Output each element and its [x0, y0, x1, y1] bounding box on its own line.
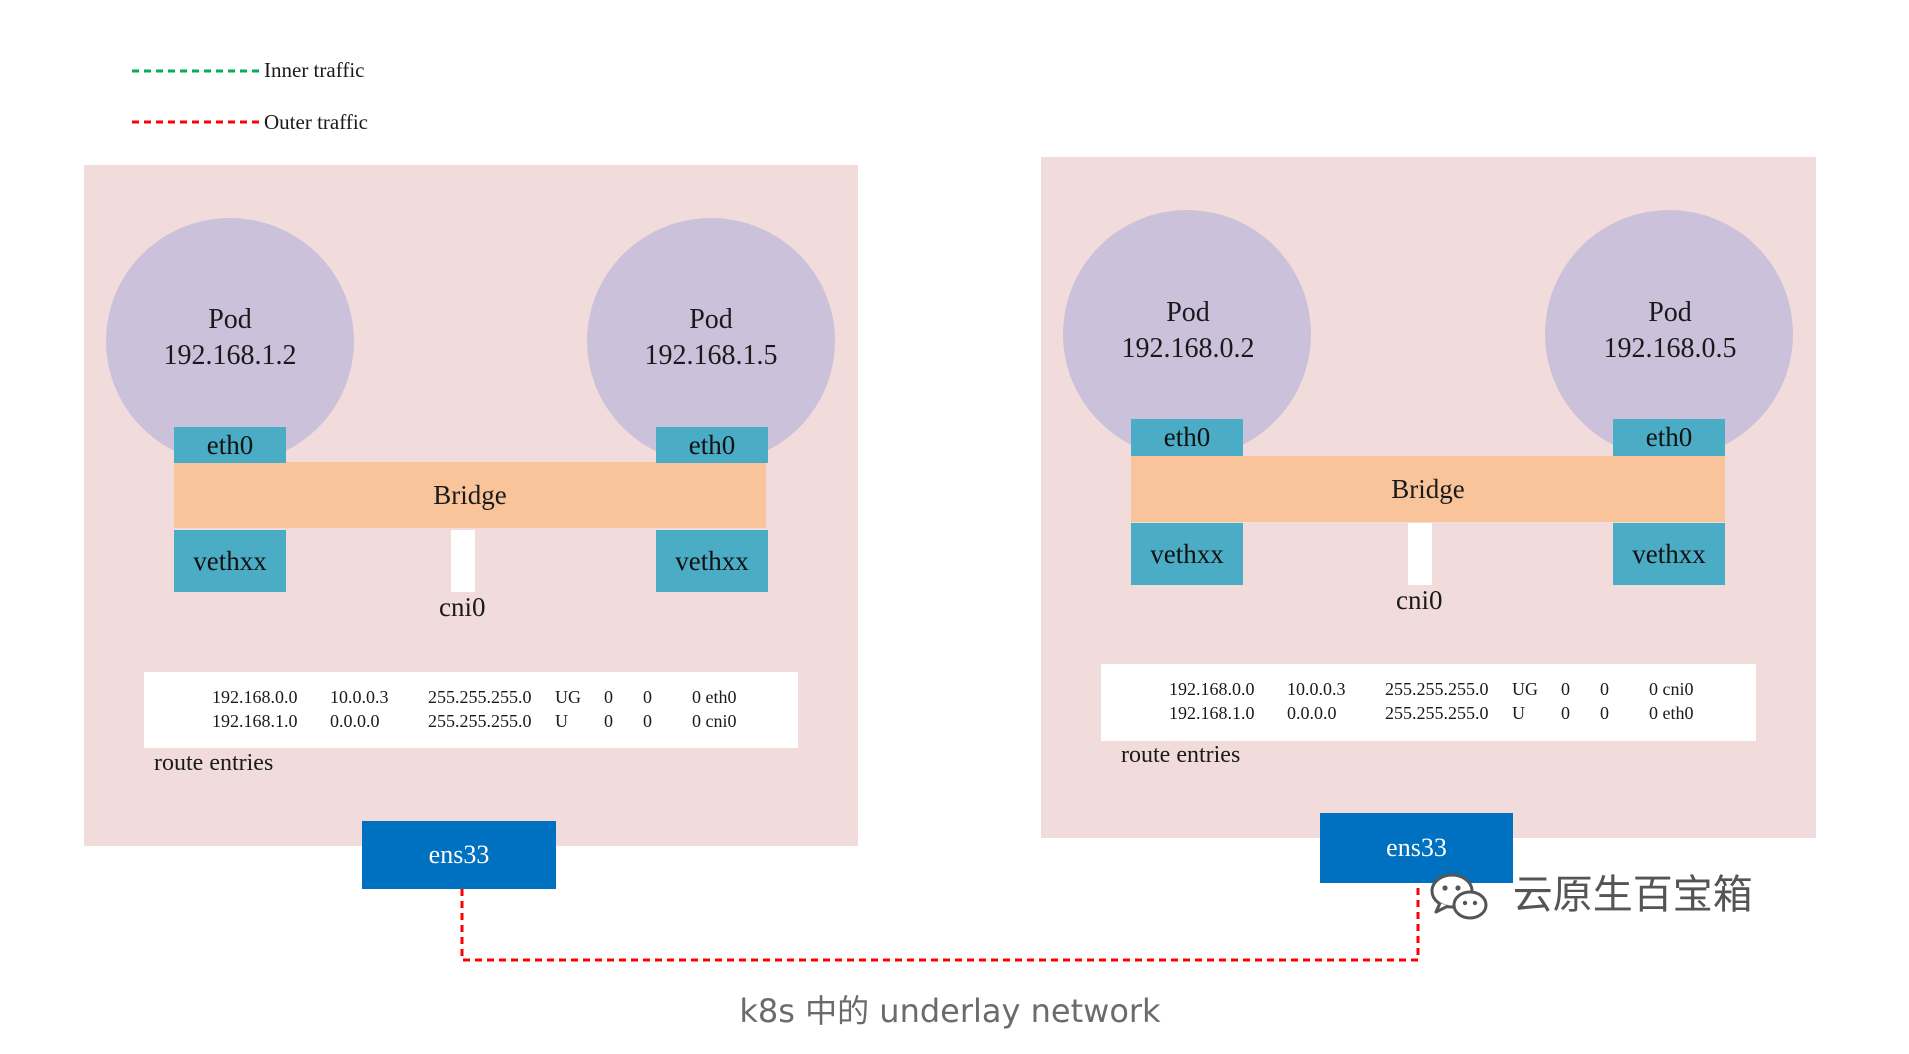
bridge-label: Bridge	[433, 479, 507, 510]
legend-outer-label: Outer traffic	[264, 110, 368, 134]
veth-label: vethxx	[675, 545, 749, 576]
legend-inner-label: Inner traffic	[264, 58, 365, 82]
nic-1: ens33	[362, 821, 556, 889]
routes-label-2: route entries	[1121, 742, 1241, 768]
cni-label-2: cni0	[1396, 585, 1443, 615]
cni-label-1: cni0	[439, 592, 486, 622]
eth0-1a: eth0	[174, 427, 286, 463]
pod-circle-2b	[1545, 210, 1793, 458]
veth-1a: vethxx	[174, 530, 286, 592]
veth-1b: vethxx	[656, 530, 768, 592]
pod-title: Pod	[208, 304, 252, 335]
eth0-2a: eth0	[1131, 419, 1243, 456]
routes-label-1: route entries	[154, 750, 274, 776]
veth-2a: vethxx	[1131, 523, 1243, 585]
watermark: 云原生百宝箱	[1426, 862, 1753, 925]
pod-ip: 192.168.0.5	[1603, 333, 1737, 364]
wechat-icon	[1430, 873, 1488, 920]
pod-title: Pod	[1648, 297, 1692, 328]
pod-label-2b: Pod 192.168.0.5	[1570, 295, 1770, 367]
nic-label: ens33	[428, 840, 490, 869]
bridge-label: Bridge	[1391, 473, 1465, 504]
veth-label: vethxx	[1150, 538, 1224, 569]
pod-label-1b: Pod 192.168.1.5	[611, 302, 811, 374]
route-table-2: 192.168.0.0 10.0.0.3 255.255.255.0 UG 0 …	[1101, 664, 1756, 741]
underlay-link	[460, 883, 1420, 962]
eth0-2b: eth0	[1613, 419, 1725, 456]
pod-ip: 192.168.1.2	[163, 340, 297, 371]
pod-label-1a: Pod 192.168.1.2	[130, 302, 330, 374]
watermark-text: 云原生百宝箱	[1512, 872, 1753, 918]
route-table-1: 192.168.0.0 10.0.0.3 255.255.255.0 UG 0 …	[144, 672, 798, 748]
eth-label: eth0	[1163, 422, 1211, 452]
pod-circle-2a	[1063, 210, 1311, 458]
cni-port-1	[451, 530, 475, 592]
pod-circle-1b	[587, 218, 835, 464]
figure-caption: k8s 中的 underlay network	[739, 992, 1161, 1030]
pod-title: Pod	[689, 304, 733, 335]
pod-circle-1a	[106, 218, 354, 464]
eth-label: eth0	[688, 429, 736, 460]
bridge-2: Bridge	[1131, 456, 1725, 522]
veth-2b: vethxx	[1613, 523, 1725, 585]
eth-label: eth0	[206, 429, 254, 460]
eth-label: eth0	[1645, 422, 1693, 452]
pod-ip: 192.168.0.2	[1121, 333, 1255, 364]
veth-label: vethxx	[193, 545, 267, 576]
nic-2: ens33	[1320, 813, 1513, 883]
cni-port-2	[1408, 523, 1432, 585]
bridge-1: Bridge	[174, 462, 766, 528]
veth-label: vethxx	[1632, 538, 1706, 569]
nic-label: ens33	[1386, 833, 1447, 862]
eth0-1b: eth0	[656, 427, 768, 463]
pod-ip: 192.168.1.5	[644, 340, 778, 371]
pod-title: Pod	[1166, 297, 1210, 328]
pod-label-2a: Pod 192.168.0.2	[1088, 295, 1288, 367]
